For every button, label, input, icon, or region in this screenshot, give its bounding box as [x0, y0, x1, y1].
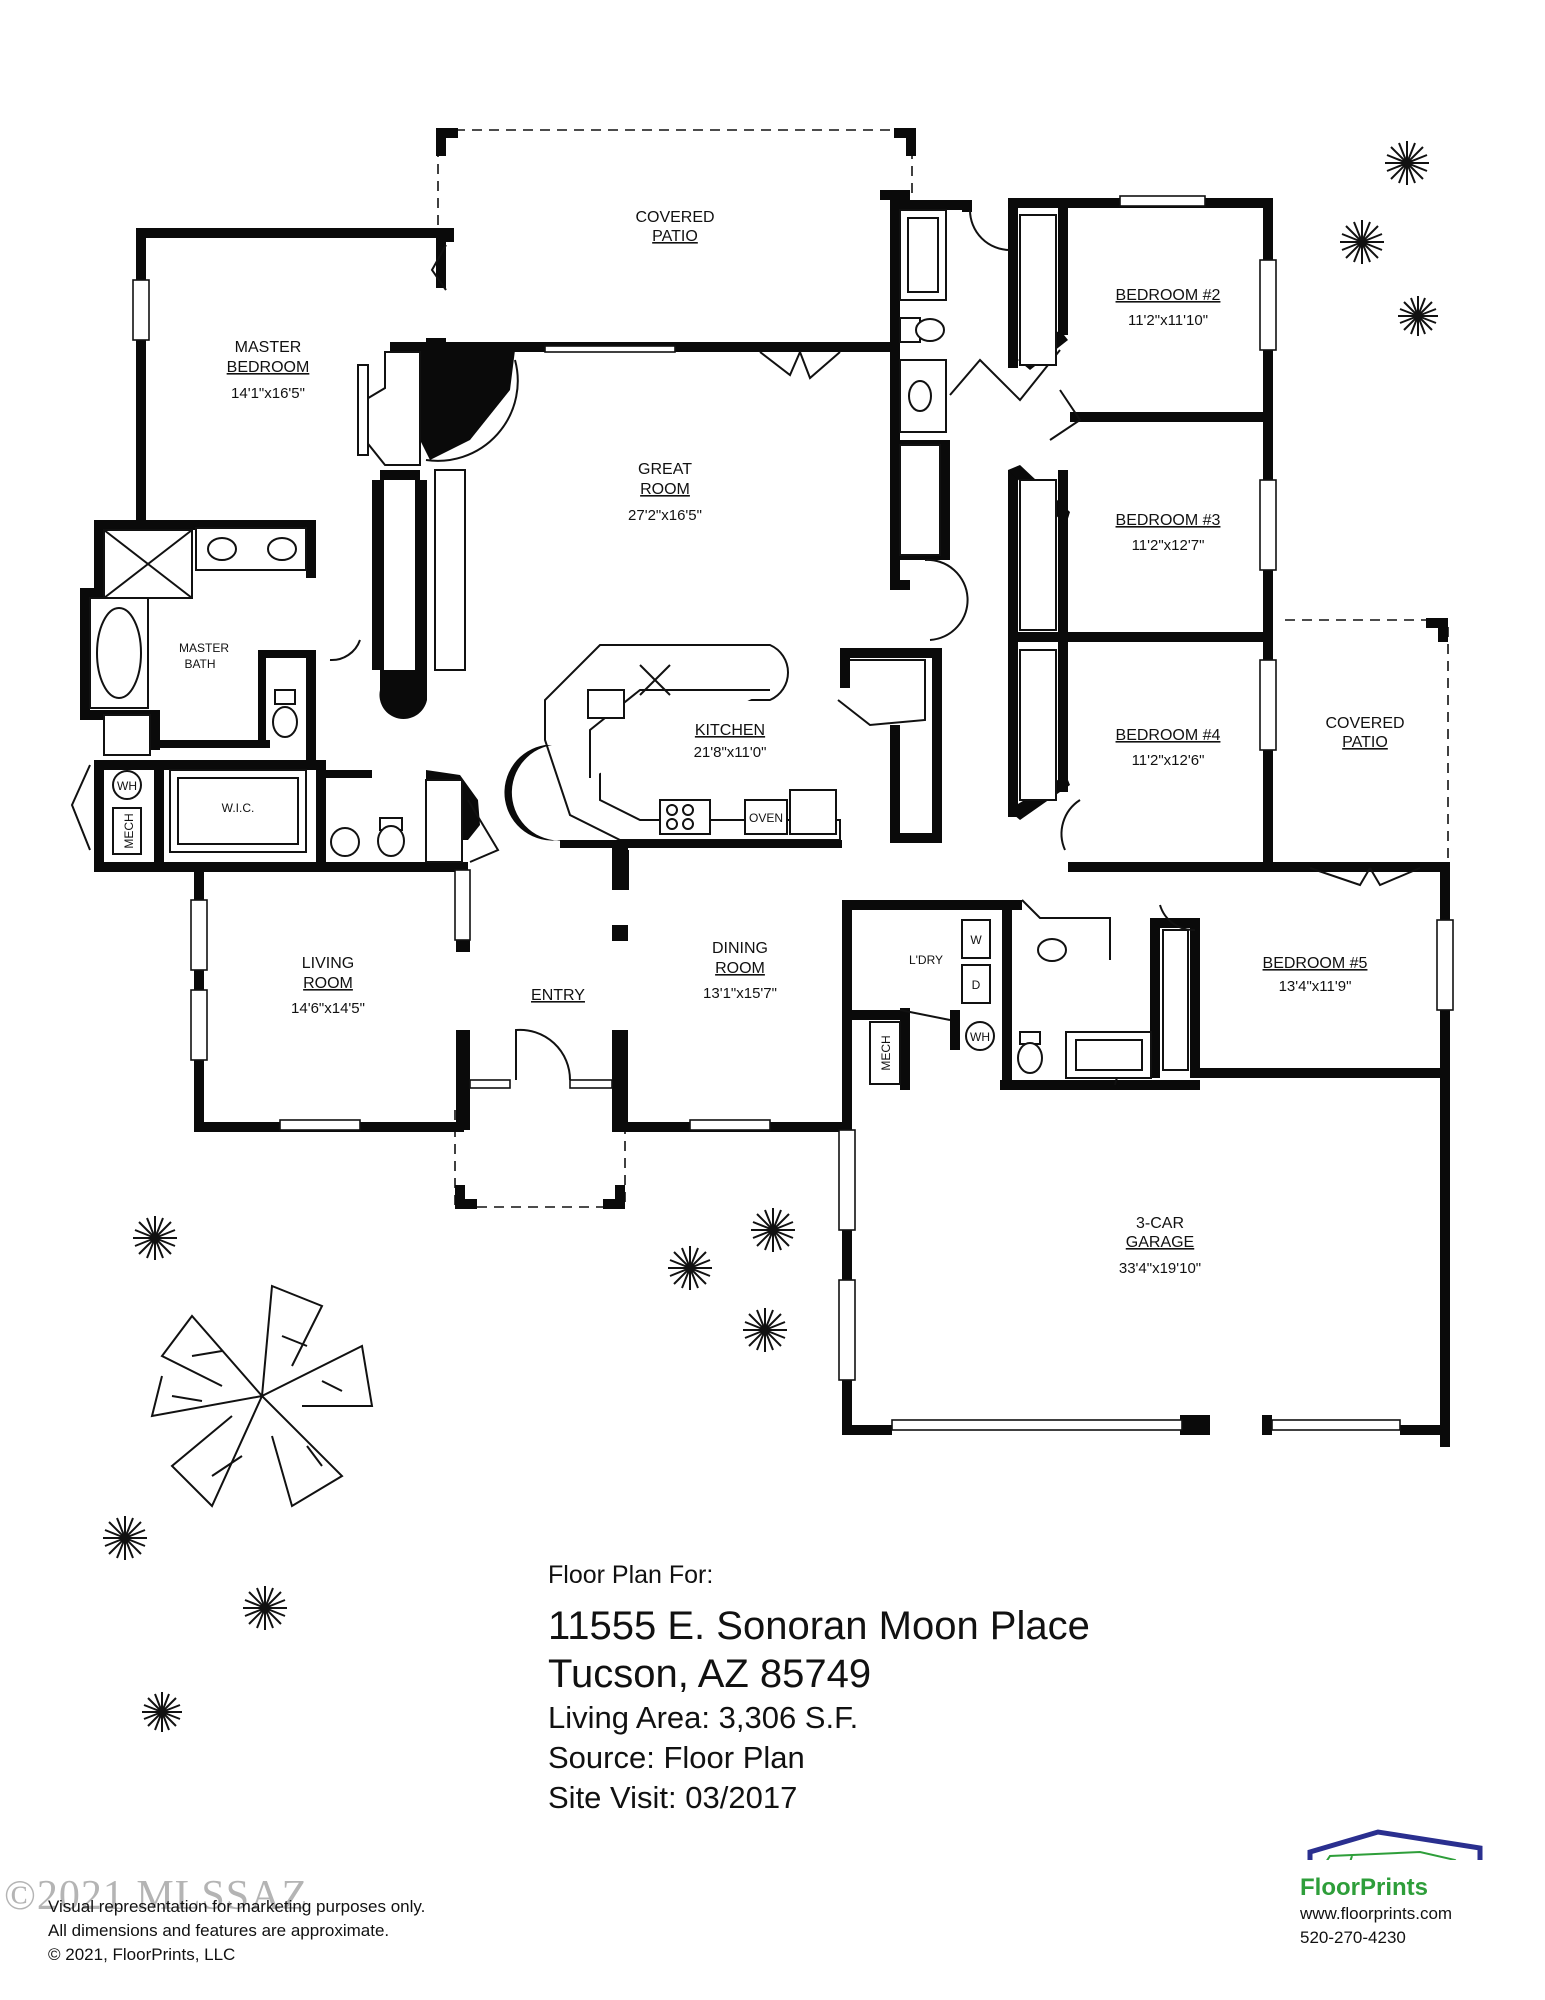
brand-phone: 520-270-4230: [1300, 1928, 1406, 1947]
wic-label: W.I.C.: [222, 801, 255, 815]
floor-plan-heading: Floor Plan For:: [548, 1561, 714, 1589]
address-line-2: Tucson, AZ 85749: [548, 1652, 872, 1696]
oven-label: OVEN: [749, 811, 783, 825]
disclaimer-line-3: © 2021, FloorPrints, LLC: [48, 1945, 236, 1964]
living-area: Living Area: 3,306 S.F.: [548, 1700, 859, 1735]
covered-patio-right-label-1: COVERED: [1325, 715, 1404, 732]
entry-label: ENTRY: [531, 987, 585, 1004]
bedroom3-label: BEDROOM #3: [1116, 512, 1221, 529]
plan-info: Floor Plan For: 11555 E. Sonoran Moon Pl…: [548, 1560, 1248, 1818]
mech-label-west: MECH: [122, 813, 136, 848]
master-bedroom-label-1: MASTER: [235, 339, 302, 356]
kitchen-label: KITCHEN: [695, 722, 765, 739]
covered-patio-top-label-2: PATIO: [652, 228, 698, 245]
walls: [70, 128, 1450, 1447]
site-visit: Site Visit: 03/2017: [548, 1780, 798, 1815]
dining-room-label-1: DINING: [712, 940, 768, 957]
disclaimer-line-2: All dimensions and features are approxim…: [48, 1921, 390, 1940]
great-room-dim: 27'2"x16'5": [628, 507, 702, 524]
master-bedroom-dim: 14'1"x16'5": [231, 385, 305, 402]
room-labels: COVERED PATIO MASTER BEDROOM 14'1"x16'5"…: [117, 209, 1405, 1277]
brand-block: FloorPrints www.floorprints.com 520-270-…: [1300, 1818, 1520, 1950]
bedroom2-label: BEDROOM #2: [1116, 287, 1221, 304]
address-line-1: 11555 E. Sonoran Moon Place: [548, 1604, 1090, 1648]
great-room-label-1: GREAT: [638, 461, 692, 478]
covered-patio-right-label-2: PATIO: [1342, 734, 1388, 751]
bedroom5-dim: 13'4"x11'9": [1279, 978, 1352, 995]
great-room-label-2: ROOM: [640, 481, 690, 498]
covered-patio-top-label-1: COVERED: [635, 209, 714, 226]
floor-plan: COVERED PATIO MASTER BEDROOM 14'1"x16'5"…: [70, 128, 1483, 1860]
dining-room-label-2: ROOM: [715, 960, 765, 977]
floorprints-logo: [1307, 1829, 1483, 1860]
logo-house-icon: [1307, 1829, 1483, 1860]
master-bedroom-label-2: BEDROOM: [227, 359, 310, 376]
disclaimer: Visual representation for marketing purp…: [48, 1895, 425, 1967]
garage-label-1: 3-CAR: [1136, 1215, 1184, 1232]
mech-label-east: MECH: [879, 1035, 893, 1070]
bedroom5-label: BEDROOM #5: [1263, 955, 1368, 972]
garage-dim: 33'4"x19'10": [1119, 1260, 1201, 1277]
wh-label-east: WH: [970, 1030, 990, 1044]
living-room-dim: 14'6"x14'5": [291, 1000, 365, 1017]
watermark: ©2021 MLSSAZ: [4, 1873, 309, 1919]
dryer-label: D: [972, 978, 981, 992]
washer-label: W: [970, 933, 982, 947]
landscaping: [103, 141, 1438, 1732]
bedroom3-dim: 11'2"x12'7": [1132, 537, 1205, 554]
disclaimer-line-1: Visual representation for marketing purp…: [48, 1897, 426, 1916]
windows: [89, 195, 1454, 1381]
master-bath-label-1: MASTER: [179, 641, 229, 655]
source: Source: Floor Plan: [548, 1740, 805, 1775]
garage-label-2: GARAGE: [1126, 1234, 1194, 1251]
wh-label-west: WH: [117, 779, 137, 793]
living-room-label-1: LIVING: [302, 955, 354, 972]
bedroom4-dim: 11'2"x12'6": [1132, 752, 1205, 769]
bedroom2-dim: 11'2"x11'10": [1128, 312, 1208, 329]
doors: [329, 209, 1421, 1086]
laundry-label: L'DRY: [909, 953, 943, 967]
brand-name: FloorPrints: [1300, 1874, 1429, 1901]
kitchen-dim: 21'8"x11'0": [694, 744, 767, 761]
fixtures: [89, 209, 1401, 1431]
master-bath-label-2: BATH: [184, 657, 215, 671]
bedroom4-label: BEDROOM #4: [1116, 727, 1221, 744]
dining-room-dim: 13'1"x15'7": [703, 985, 777, 1002]
brand-website: www.floorprints.com: [1300, 1904, 1453, 1923]
living-room-label-2: ROOM: [303, 975, 353, 992]
